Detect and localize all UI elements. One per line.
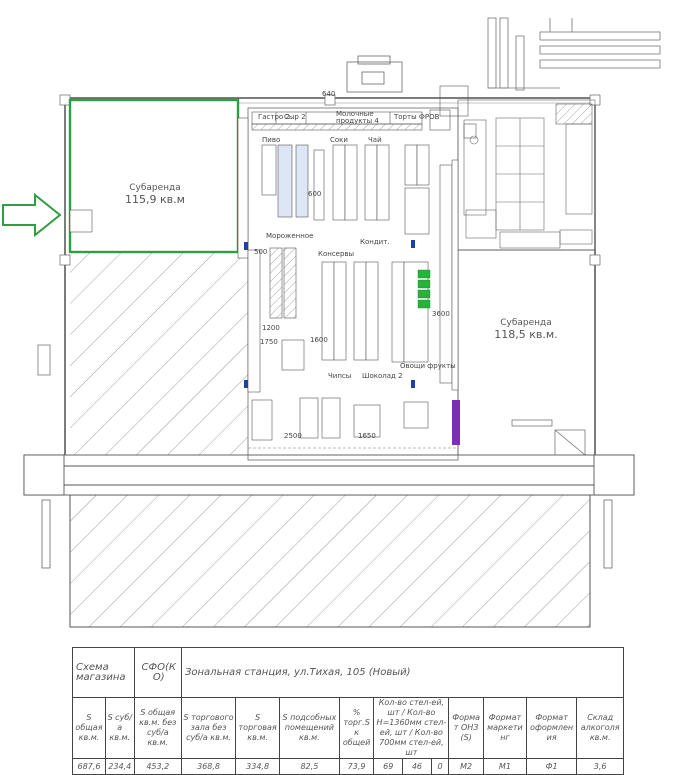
header-percent: % торг.S к общей [338,697,375,759]
hatched-bottom [69,494,591,628]
label-torty: Торты ФРОВ [394,113,440,121]
label-shokolad: Шоколад 2 [362,372,403,380]
entrance-arrow-icon [2,192,62,238]
roof-unit [346,55,403,93]
sublease-left-label: Субаренда 115,9 кв.м [110,183,200,205]
back-rooms [457,99,596,251]
sublease-left-title: Субаренда [129,183,181,193]
dim-1600: 1600 [310,336,328,344]
spec-table: Схема магазина СФО(К О) Зональная станци… [72,647,625,775]
label-chips: Чипсы [328,372,352,380]
columns [37,94,601,376]
label-morozhenoe: Мороженное [266,232,314,240]
dim-1750: 1750 [260,338,278,346]
dim-500: 500 [254,248,268,256]
label-pivo: Пиво [262,136,281,144]
header-onz: Форма т ОНЗ (S) [448,697,484,759]
floor-plan [2,17,661,628]
dim-1200: 1200 [262,324,280,332]
hatched-left [70,250,248,460]
sublease-right-title: Субаренда [500,318,552,328]
dim-3600: 3600 [432,310,450,318]
sublease-left-area: 115,9 кв.м [125,193,185,206]
label-syr: Сыр 2 [284,113,306,121]
blue-markers [244,240,415,388]
label-produkty: продукты 4 [336,117,379,125]
header-marketing: Формат маркети нг [482,697,527,759]
scheme-title: Схема магазина [72,647,135,698]
dim-2500: 2500 [284,432,302,440]
sublease-right-label: Субаренда 118,5 кв.м. [476,318,576,340]
header-s-net: S общая кв.м. без суб/а кв.м. [133,697,182,759]
header-alcohol: Склад алкоголя кв.м. [576,697,624,759]
header-s-total: S общая кв.м. [72,697,106,759]
label-ovoshi: Овощи фрукты [400,362,456,370]
header-s-utility: S подсобных помещений кв.м. [279,697,340,759]
label-molochnye: Молочные [336,110,374,118]
gondolas [261,144,459,391]
purple-fixture [452,400,460,445]
label-gastro: Гастро 2 [258,113,290,121]
header-s-hall: S торгового зала без суб/а кв.м. [180,697,237,759]
dim-640: 640 [322,90,336,98]
sublease-left-zone [68,98,240,254]
label-konditer: Кондит. [360,238,390,246]
dim-1650: 1650 [358,432,376,440]
header-design: Формат оформлен ия [525,697,578,759]
address-cell: Зональная станция, ул.Тихая, 105 (Новый) [180,647,625,698]
checkout [251,397,429,441]
header-s-sub: S суб/а кв.м. [104,697,135,759]
header-s-trade: S торговая кв.м. [235,697,281,759]
sfo-cell: СФО(К О) [133,647,182,698]
label-konservy: Консервы [318,250,355,258]
wall-shelves-top [251,111,423,131]
label-sokhi: Соки [330,136,348,144]
label-chai: Чай [368,136,382,144]
dim-600: 600 [308,190,322,198]
sublease-right-area: 118,5 кв.м. [494,328,558,341]
exterior-ducts [487,17,661,91]
header-racks: Кол-во стел-ей, шт / Кол-во Н=1360мм сте… [373,697,450,759]
freezers [417,269,431,309]
facade-band [23,454,635,496]
